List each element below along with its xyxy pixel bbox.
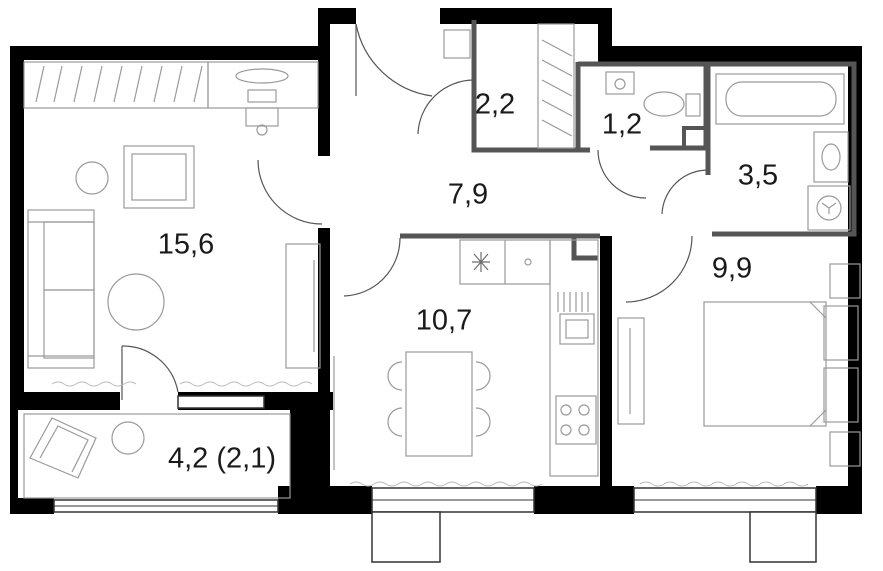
furniture [23,23,861,499]
area-label-bedroom: 9,9 [712,253,752,285]
area-label-wc: 1,2 [602,109,642,141]
windows [53,395,817,563]
area-label-bathroom: 3,5 [738,160,778,192]
area-label-hall: 7,9 [448,179,488,211]
area-label-loggia: 4,2 (2,1) [168,443,276,475]
interior-partitions [400,20,857,261]
area-label-storage: 2,2 [475,89,515,121]
area-label-living: 15,6 [158,229,214,261]
room-labels: 15,6 2,2 1,2 7,9 3,5 10,7 9,9 4,2 (2,1) [158,89,778,475]
doors [121,23,709,400]
area-label-kitchen: 10,7 [416,305,472,337]
